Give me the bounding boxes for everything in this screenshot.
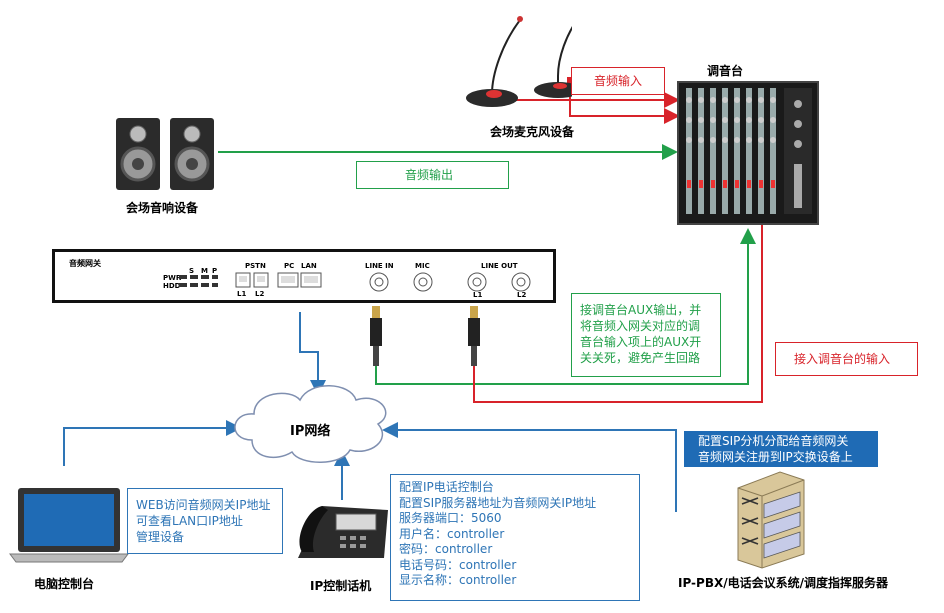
microphone-icon bbox=[466, 16, 572, 107]
mixer-input-callout: 接入调音台的输入 bbox=[775, 342, 918, 376]
pstn-l2-label: L2 bbox=[255, 290, 265, 298]
laptop-icon bbox=[9, 488, 129, 563]
network-cloud bbox=[234, 385, 387, 463]
speakers-label: 会场音响设备 bbox=[126, 201, 199, 215]
network-label: IP网络 bbox=[290, 424, 331, 439]
microphones-label: 会场麦克风设备 bbox=[490, 125, 575, 139]
aux-out-line bbox=[375, 228, 756, 385]
phone-config-line: 用户名：controller bbox=[399, 526, 505, 541]
gateway-label: 音频网关 bbox=[69, 259, 101, 268]
line-out-l2-label: L2 bbox=[517, 291, 527, 299]
phone-config-line: 配置SIP服务器地址为音频网关IP地址 bbox=[399, 495, 597, 510]
pstn-ports bbox=[235, 272, 269, 288]
line-in-plug bbox=[370, 306, 382, 366]
status-leds bbox=[179, 275, 218, 287]
aux-note-callout: 接调音台AUX输出，并 将音频入网关对应的调 音台输入项上的AUX开 关关死，避… bbox=[571, 293, 721, 377]
mixer-label: 调音台 bbox=[707, 64, 744, 78]
lan-port-label: LAN bbox=[301, 262, 317, 270]
phone-config-line: 配置IP电话控制台 bbox=[399, 480, 494, 494]
web-note-line: 管理设备 bbox=[136, 530, 185, 544]
led-s-label: S bbox=[189, 267, 195, 275]
sip-config-line: 音频网关注册到IP交换设备上 bbox=[698, 450, 853, 464]
web-note-line: 可查看LAN口IP地址 bbox=[136, 514, 243, 528]
pc-to-network-line bbox=[63, 420, 242, 466]
phone-config-line: 电话号码：controller bbox=[399, 557, 517, 572]
sip-config-callout: 配置SIP分机分配给音频网关 音频网关注册到IP交换设备上 bbox=[684, 431, 878, 467]
gateway-to-network-line bbox=[299, 312, 326, 396]
aux-note-line: 关关死，避免产生回路 bbox=[580, 351, 701, 365]
phone-config-line: 密码：controller bbox=[399, 542, 493, 556]
server-icon bbox=[737, 471, 805, 569]
mixer-icon bbox=[677, 81, 819, 225]
aux-note-line: 将音频入网关对应的调 bbox=[580, 319, 701, 333]
pstn-l1-label: L1 bbox=[237, 290, 247, 298]
pstn-label: PSTN bbox=[245, 262, 266, 270]
ip-phone-icon bbox=[298, 506, 388, 558]
mic2-to-mixer-line bbox=[567, 77, 680, 124]
phone-config-line: 服务器端口：5060 bbox=[399, 511, 502, 525]
speaker-icon bbox=[116, 118, 214, 190]
audio-output-callout: 音频输出 bbox=[356, 161, 509, 189]
audio-gateway-panel: 音频网关 PWR HDD S M P PSTN L1 L2 PC LAN LIN… bbox=[52, 249, 556, 303]
audio-input-callout: 音频输入 bbox=[571, 67, 665, 95]
line-out-to-mixer-line bbox=[473, 206, 770, 403]
line-out-label: LINE OUT bbox=[481, 262, 518, 270]
line-out-plug bbox=[468, 306, 480, 366]
aux-note-line: 音台输入项上的AUX开 bbox=[580, 335, 702, 349]
pc-label: 电脑控制台 bbox=[34, 577, 95, 591]
mic-label: MIC bbox=[415, 262, 430, 270]
server-to-network-line bbox=[382, 422, 677, 512]
audio-jacks bbox=[369, 272, 531, 292]
pc-port-label: PC bbox=[284, 262, 295, 270]
web-note-callout: WEB访问音频网关IP地址 可查看LAN口IP地址 管理设备 bbox=[127, 488, 283, 554]
server-label: IP-PBX/电话会议系统/调度指挥服务器 bbox=[678, 576, 888, 590]
phone-config-line: 显示名称：controller bbox=[399, 573, 517, 587]
aux-note-line: 接调音台AUX输出，并 bbox=[580, 303, 702, 317]
sip-config-line: 配置SIP分机分配给音频网关 bbox=[698, 434, 849, 448]
ethernet-ports bbox=[277, 272, 322, 288]
line-in-label: LINE IN bbox=[365, 262, 394, 270]
led-p-label: P bbox=[212, 267, 218, 275]
web-note-line: WEB访问音频网关IP地址 bbox=[136, 498, 271, 512]
pwr-label: PWR bbox=[163, 274, 182, 282]
line-out-l1-label: L1 bbox=[473, 291, 483, 299]
phone-config-callout: 配置IP电话控制台 配置SIP服务器地址为音频网关IP地址 服务器端口：5060… bbox=[390, 474, 640, 601]
led-m-label: M bbox=[201, 267, 208, 275]
hdd-label: HDD bbox=[163, 282, 181, 290]
ip-phone-label: IP控制话机 bbox=[310, 579, 372, 593]
